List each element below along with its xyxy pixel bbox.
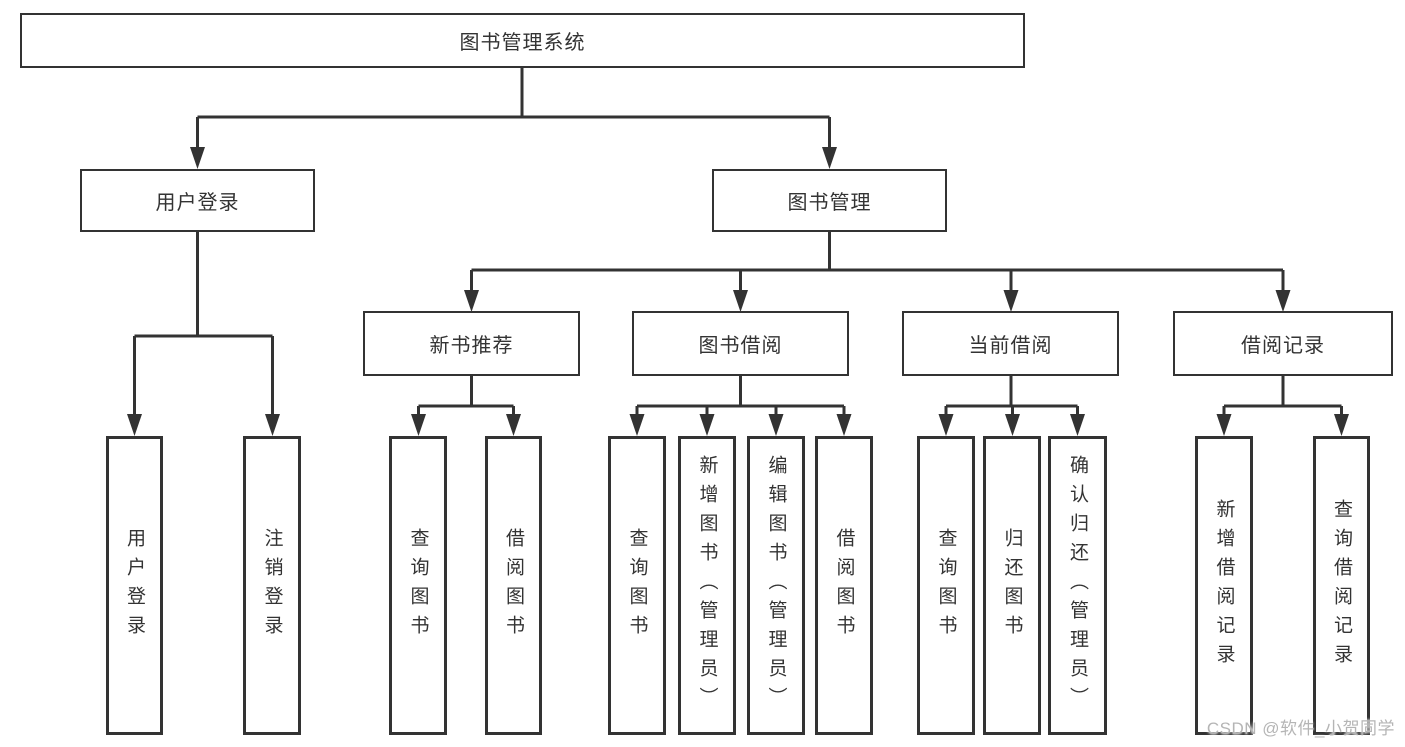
leaf-logout: 注销登录 [243, 436, 301, 735]
tree-connector-path [133, 68, 1343, 417]
leaf-borrow-query-book: 查询图书 [608, 436, 666, 735]
leaf-recommend-borrow-book: 借阅图书 [485, 436, 542, 735]
leaf-user-login: 用户登录 [106, 436, 163, 735]
node-borrow-records: 借阅记录 [1173, 311, 1393, 376]
leaf-label: 新增借阅记录 [1213, 498, 1235, 673]
node-user-login: 用户登录 [80, 169, 315, 232]
node-book-borrow: 图书借阅 [632, 311, 849, 376]
leaf-current-confirm-return-admin: 确认归还（管理员） [1048, 436, 1107, 735]
node-label: 图书管理 [787, 192, 872, 214]
leaf-label: 归还图书 [1001, 527, 1023, 644]
node-label: 借阅记录 [1241, 335, 1325, 357]
leaf-borrow-add-book-admin: 新增图书（管理员） [678, 436, 736, 735]
node-library-system: 图书管理系统 [20, 13, 1025, 68]
node-label: 图书管理系统 [459, 32, 586, 54]
leaf-current-return-book: 归还图书 [983, 436, 1041, 735]
node-book-management: 图书管理 [712, 169, 947, 232]
leaf-label: 用户登录 [124, 527, 145, 644]
leaf-label: 编辑图书（管理员） [765, 455, 787, 716]
leaf-label: 借阅图书 [833, 527, 855, 644]
leaf-label: 查询图书 [626, 527, 648, 644]
csdn-watermark: CSDN @软件_小贺同学 [1206, 719, 1395, 738]
leaf-current-query-book: 查询图书 [917, 436, 975, 735]
node-new-book-recommend: 新书推荐 [363, 311, 580, 376]
leaf-label: 注销登录 [261, 527, 283, 644]
leaf-label: 新增图书（管理员） [696, 455, 718, 716]
arrowheads [127, 147, 1349, 436]
node-label: 用户登录 [155, 192, 240, 214]
leaf-label: 查询图书 [407, 527, 429, 644]
leaf-borrow-borrow-book: 借阅图书 [815, 436, 873, 735]
leaf-label: 借阅图书 [503, 527, 524, 644]
leaf-label: 查询图书 [935, 527, 957, 644]
leaf-label: 确认归还（管理员） [1067, 455, 1088, 716]
leaf-label: 查询借阅记录 [1331, 498, 1352, 673]
node-current-borrow: 当前借阅 [902, 311, 1119, 376]
leaf-borrow-edit-book-admin: 编辑图书（管理员） [747, 436, 805, 735]
leaf-records-query-record: 查询借阅记录 [1313, 436, 1370, 735]
node-label: 新书推荐 [429, 335, 514, 357]
leaf-recommend-query-book: 查询图书 [389, 436, 447, 735]
node-label: 图书借阅 [698, 335, 783, 357]
leaf-records-add-record: 新增借阅记录 [1195, 436, 1253, 735]
node-label: 当前借阅 [968, 335, 1053, 357]
